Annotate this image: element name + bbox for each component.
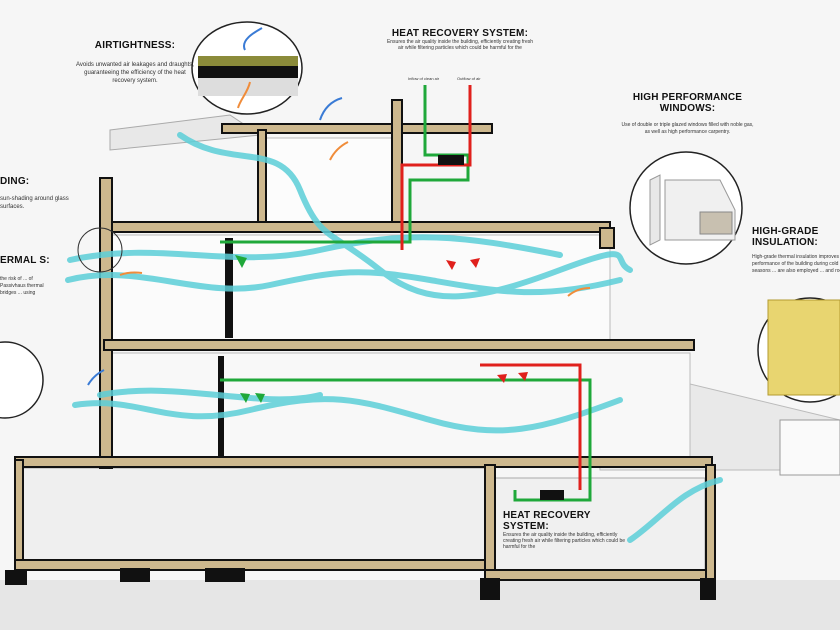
shading-title: DING: [0,176,30,187]
airtightness-text: Avoids unwanted air leakages and draught… [76,62,194,84]
structure [14,99,716,581]
insulation-detail [757,297,840,403]
insulation-text: High-grade thermal insulation improves t… [752,254,840,274]
inflow-label: Inflow of clean air [408,76,440,81]
thermal-title: ERMAL S: [0,255,50,266]
thermal-text: the risk of ... of Passivhaus thermal br… [0,276,44,296]
heat-recovery-bottom-label: HEAT RECOVERY SYSTEM: Ensures the air qu… [503,510,633,550]
windows-label: HIGH PERFORMANCE WINDOWS: Use of double … [620,92,755,136]
windows-text: Use of double or triple glazed windows f… [621,122,754,135]
exhaust-duct [400,85,582,490]
thermal-label: ERMAL S: the risk of ... of Passivhaus t… [0,255,50,297]
thermal-bridge-detail [0,341,44,419]
airtightness-title: AIRTIGHTNESS: [94,40,176,51]
windows-detail [629,151,743,265]
airflow-lines [65,132,723,543]
heat-recovery-unit-top [438,155,464,165]
heat-recovery-bottom-title: HEAT RECOVERY SYSTEM: [503,510,591,532]
outflow-label: Outflow of air [457,76,481,81]
airtightness-detail [191,21,303,115]
heat-recovery-top-title: HEAT RECOVERY SYSTEM: [391,28,529,39]
heat-recovery-bottom-text: Ensures the air quality inside the build… [503,532,626,550]
airtightness-label: AIRTIGHTNESS: Avoids unwanted air leakag… [75,40,195,85]
clean-air-duct [220,85,592,502]
shading-label: DING: sun-shading around glass surfaces. [0,176,70,211]
insulation-title: HIGH-GRADE INSULATION: [752,226,819,248]
windows-title: HIGH PERFORMANCE WINDOWS: [632,92,743,114]
heat-recovery-top-text: Ensures the air quality inside the build… [386,39,534,51]
heat-recovery-unit-bottom [540,490,564,500]
heat-recovery-top-label: HEAT RECOVERY SYSTEM: Ensures the air qu… [385,28,535,51]
shading-text: sun-shading around glass surfaces. [0,196,69,210]
insulation-label: HIGH-GRADE INSULATION: High-grade therma… [752,226,840,275]
